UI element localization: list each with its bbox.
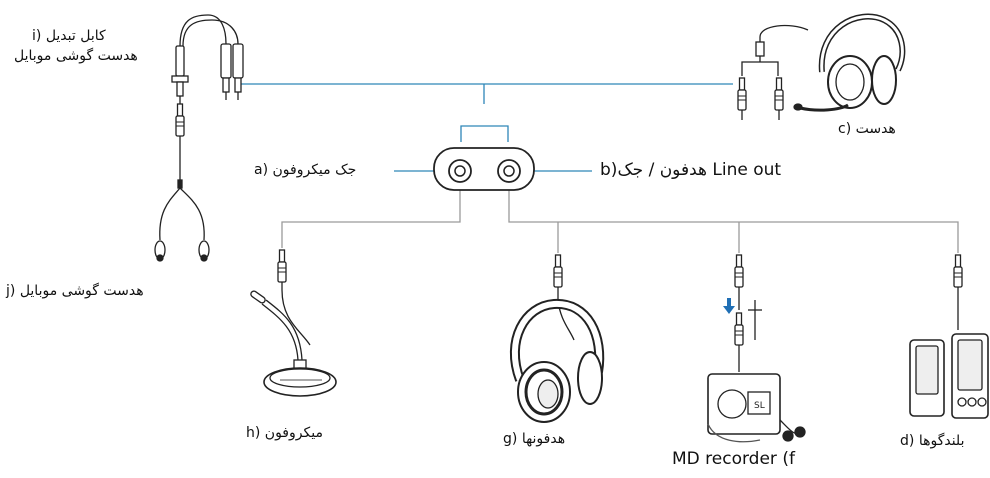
label-mobile-earphone: j) هدست گوشی موبایل [6,283,144,299]
label-headset: c) هدست [838,121,896,137]
label-headphone-jack: b)هدفون / جک Line out [600,160,782,180]
label-headphones: g) هدفونها [503,431,566,447]
label-adapter-cable-line1: i) کابل تبدیل [32,28,106,44]
headphones-device [510,254,605,423]
connection-arrow-icon [723,298,735,314]
headset-device [737,13,906,120]
label-mic-jack: a) جک میکروفون [254,162,357,178]
label-adapter-cable-line2: هدست گوشی موبایل [14,48,138,64]
jack-box [433,147,535,191]
label-md-recorder: MD recorder (f [672,449,795,469]
md-recorder-device: SL [707,254,806,443]
label-microphone: h) میکروفون [246,425,323,441]
label-speakers: d) بلندگوها [900,433,965,449]
speakers-device [909,254,989,419]
microphone-device [250,249,337,397]
adapter-cable-device [171,14,244,104]
blue-connection-lines [240,83,733,172]
mobile-earphone-device [154,103,210,262]
gray-branch-lines [281,186,959,253]
svg-text:SL: SL [754,401,765,411]
